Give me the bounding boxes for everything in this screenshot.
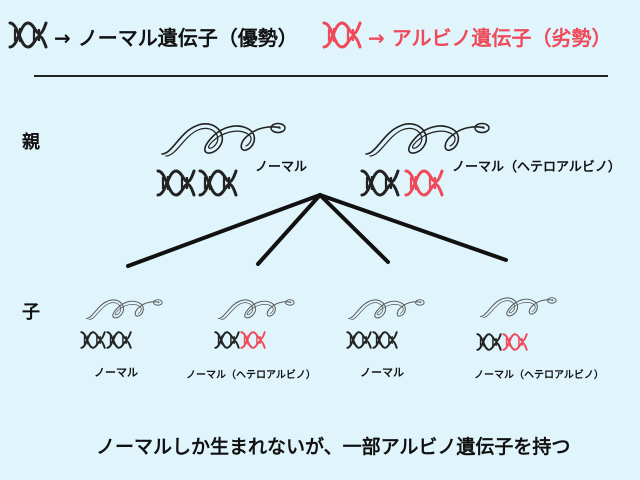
dna-black-icon <box>156 168 196 198</box>
child-1-caption: ノーマル <box>94 366 138 379</box>
parent-1-caption: ノーマル <box>255 160 308 175</box>
legend-normal-text: → ノーマル遺伝子（優勢） <box>54 26 298 50</box>
dna-red-icon <box>240 330 266 350</box>
snake-icon <box>158 112 288 162</box>
line-child-3 <box>318 193 390 264</box>
child-4-caption: ノーマル（ヘテロアルビノ） <box>474 370 604 381</box>
children-label: 子 <box>22 302 40 323</box>
line-child-2 <box>256 193 322 266</box>
dna-black-icon <box>80 330 106 350</box>
dna-black-icon <box>214 330 240 350</box>
child-3-caption: ノーマル <box>360 366 404 379</box>
snake-icon <box>216 292 296 324</box>
snake-icon <box>346 292 426 324</box>
footer-note: ノーマルしか生まれないが、一部アルビノ遺伝子を持つ <box>96 436 571 458</box>
dna-black-icon <box>106 330 132 350</box>
parent-2-caption: ノーマル（ヘテロアルビノ） <box>452 160 621 175</box>
line-child-1 <box>126 193 322 268</box>
divider <box>34 75 608 77</box>
legend-albino-text: → アルビノ遺伝子（劣勢） <box>368 26 612 50</box>
child-2-caption: ノーマル（ヘテロアルビノ） <box>186 370 316 381</box>
dna-red-icon <box>502 332 528 352</box>
snake-icon <box>362 112 492 162</box>
dna-black-icon <box>476 332 502 352</box>
dna-black-icon <box>198 168 238 198</box>
snake-icon <box>478 290 558 322</box>
dna-red-icon <box>404 168 444 198</box>
dna-black-icon <box>346 330 372 350</box>
snake-icon <box>84 292 164 324</box>
dna-black-icon <box>360 168 400 198</box>
line-child-4 <box>318 193 508 262</box>
parents-label: 親 <box>22 132 40 153</box>
dna-black-icon <box>372 330 398 350</box>
